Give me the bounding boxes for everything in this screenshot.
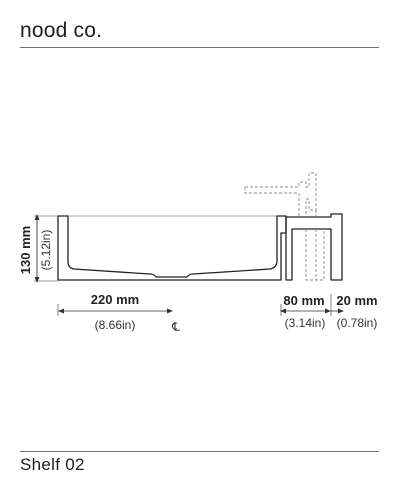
shelf-outline xyxy=(57,215,287,281)
footer-divider xyxy=(20,451,379,452)
width-in-label: (8.66in) xyxy=(95,318,136,332)
height-arrow-top xyxy=(34,214,40,220)
depth-lip-mm-label: 20 mm xyxy=(336,293,377,308)
depth-inner-arrow-left xyxy=(280,308,286,314)
depth-lip-arrow-right xyxy=(338,308,344,314)
width-mm-label: 220 mm xyxy=(91,292,139,307)
faucet-dashed-outline xyxy=(244,172,325,281)
width-arrow-right xyxy=(167,308,173,314)
depth-inner-mm-label: 80 mm xyxy=(283,293,324,308)
wall-bracket xyxy=(285,213,343,281)
width-arrow-left xyxy=(58,308,64,314)
height-mm-label: 130 mm xyxy=(18,226,33,274)
depth-inner-arrow-right xyxy=(325,308,331,314)
height-in-label: (5.12in) xyxy=(39,230,53,271)
header-divider xyxy=(20,47,379,48)
depth-lip-in-label: (0.78in) xyxy=(337,316,378,330)
height-arrow-bottom xyxy=(34,277,40,283)
depth-inner-in-label: (3.14in) xyxy=(285,316,326,330)
product-name: Shelf 02 xyxy=(20,455,85,474)
centerline-symbol: ℄ xyxy=(171,320,180,334)
brand-logo: nood co. xyxy=(20,19,103,42)
